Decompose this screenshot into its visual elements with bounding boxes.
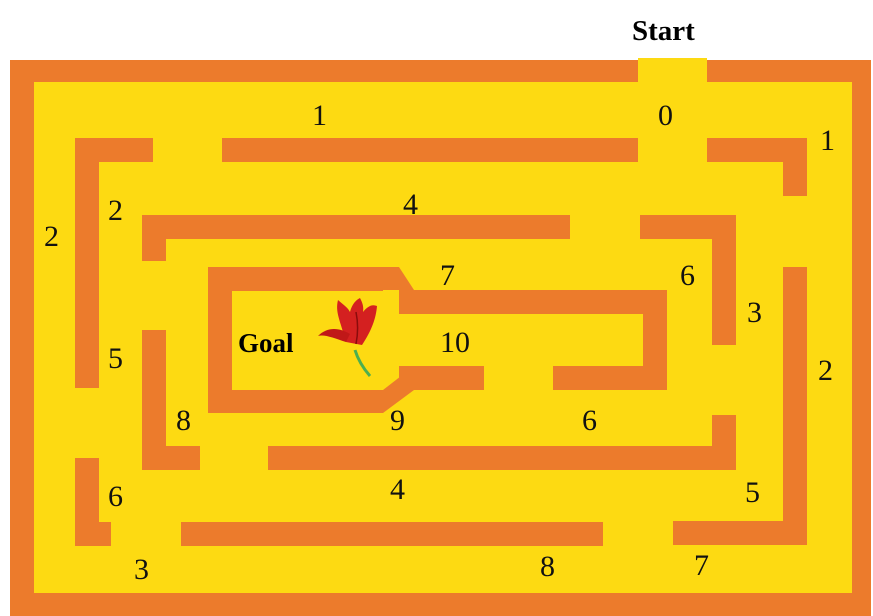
maze-number: 3 — [747, 296, 762, 329]
maze-number: 6 — [582, 404, 597, 437]
start-opening[interactable] — [638, 58, 707, 84]
maze-wall — [783, 138, 807, 196]
maze-number: 1 — [820, 124, 835, 157]
maze-number: 7 — [694, 549, 709, 582]
maze-number: 0 — [658, 99, 673, 132]
maze-wall — [142, 215, 166, 261]
maze-wall — [208, 267, 383, 291]
maze-wall — [142, 446, 200, 470]
maze-number: 1 — [312, 99, 327, 132]
maze-wall — [208, 390, 383, 413]
maze-wall — [673, 521, 807, 545]
maze-wall — [268, 446, 736, 470]
maze-wall — [181, 522, 603, 546]
start-label: Start — [632, 15, 695, 47]
maze-wall — [712, 215, 736, 345]
maze-wall — [553, 366, 667, 390]
maze-number: 5 — [108, 342, 123, 375]
maze-wall — [142, 215, 570, 239]
maze-wall — [399, 366, 484, 390]
maze-number: 4 — [390, 473, 405, 506]
maze-number: 8 — [176, 404, 191, 437]
maze-number: 8 — [540, 550, 555, 583]
maze-number: 5 — [745, 476, 760, 509]
maze-number: 9 — [390, 404, 405, 437]
maze-number: 10 — [440, 326, 470, 359]
maze-number: 2 — [818, 354, 833, 387]
maze-number: 2 — [44, 220, 59, 253]
maze-wall — [783, 267, 807, 545]
maze-wall — [75, 522, 111, 546]
maze-wall — [222, 138, 638, 162]
maze-number: 3 — [134, 553, 149, 586]
maze-number: 6 — [680, 259, 695, 292]
maze-number: 6 — [108, 480, 123, 513]
maze-number: 7 — [440, 259, 455, 292]
maze-wall — [712, 415, 736, 470]
maze-wall — [399, 290, 667, 314]
maze-wall — [75, 138, 99, 388]
maze-number: 2 — [108, 194, 123, 227]
maze-number: 4 — [403, 188, 418, 221]
goal-label: Goal — [238, 328, 294, 358]
